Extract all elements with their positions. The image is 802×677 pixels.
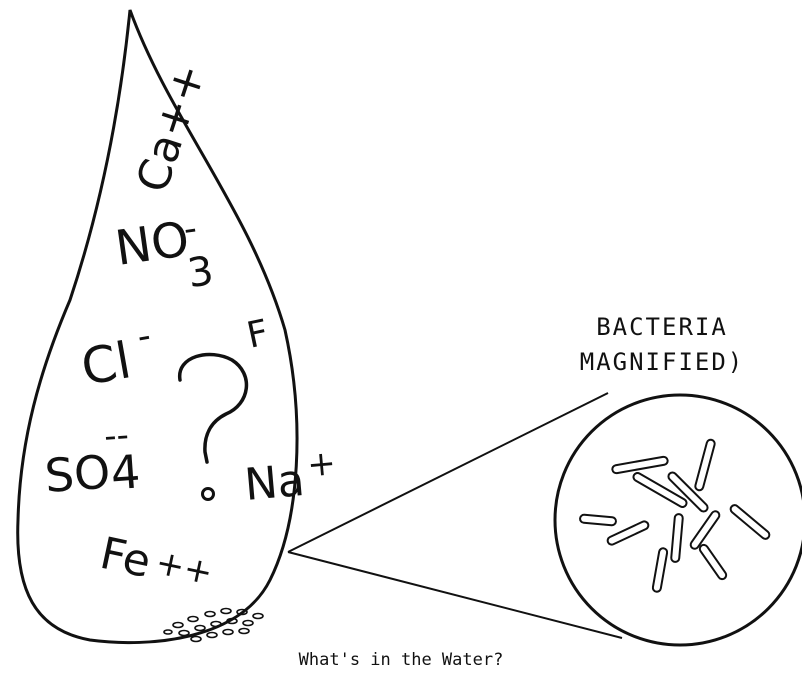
svg-text:Na: Na [243, 455, 307, 511]
svg-text:Cl: Cl [77, 331, 135, 397]
svg-text:++: ++ [152, 542, 216, 593]
svg-text:SO: SO [43, 445, 112, 503]
figure-caption: What's in the Water? [0, 650, 802, 670]
sodium-ion-label: Na + [242, 443, 339, 511]
chloride-ion-label: Cl - [75, 315, 159, 397]
iron-ion-label: Fe ++ [96, 528, 217, 601]
svg-text:3: 3 [185, 248, 217, 297]
svg-text:+: + [305, 443, 337, 485]
nitrate-ion-label: NO 3 - [112, 206, 217, 306]
svg-text:NO: NO [112, 211, 193, 277]
svg-text:-: - [134, 315, 154, 358]
fluoride-ion-label: F [243, 312, 272, 356]
sediment-dots [164, 609, 263, 642]
bacteria-title-line2: MAGNIFIED) [580, 348, 745, 376]
magnified-circle [555, 395, 802, 645]
svg-text:Fe: Fe [96, 528, 155, 588]
svg-text:--: -- [103, 415, 130, 457]
calcium-ion-label: Ca++ [127, 58, 216, 199]
sulfate-ion-label: SO 4 -- [41, 415, 142, 505]
bacteria-title-line1: BACTERIA [596, 313, 728, 341]
